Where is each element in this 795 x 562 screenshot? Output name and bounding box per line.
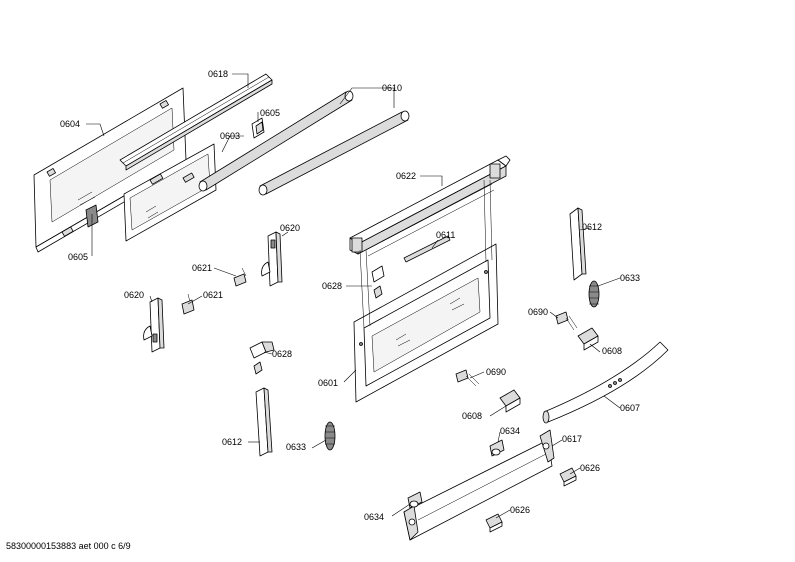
label-0628-left: 0628 xyxy=(272,349,292,359)
clip-0605-upper xyxy=(251,117,265,139)
label-0633-right: 0633 xyxy=(620,273,640,283)
clip-0626-lower xyxy=(485,513,503,533)
label-0612-left: 0612 xyxy=(222,437,242,447)
inner-door-0601 xyxy=(353,179,499,403)
label-0608-upper: 0608 xyxy=(602,346,622,356)
clip-0626-upper xyxy=(559,467,577,487)
label-0621-lower: 0621 xyxy=(203,290,223,300)
bracket-0628-left xyxy=(249,341,275,375)
label-0617: 0617 xyxy=(562,434,582,444)
label-0607: 0607 xyxy=(620,403,640,413)
label-0604: 0604 xyxy=(60,119,80,129)
label-0605-lower: 0605 xyxy=(68,252,88,262)
block-0608-lower xyxy=(499,389,521,413)
door-seal-bars-0610 xyxy=(198,90,410,196)
door-strip-0611 xyxy=(403,235,451,263)
label-0620-upper: 0620 xyxy=(280,223,300,233)
label-0634-upper: 0634 xyxy=(500,426,520,436)
label-0690-upper: 0690 xyxy=(528,307,548,317)
label-0626-lower: 0626 xyxy=(510,505,530,515)
side-trim-0612-left xyxy=(255,387,273,457)
label-0621-upper: 0621 xyxy=(192,263,212,273)
door-handle-0607 xyxy=(542,341,669,424)
leader-lines xyxy=(86,73,621,519)
hinge-0620-lower xyxy=(143,297,165,353)
label-0612-right: 0612 xyxy=(582,222,602,232)
part-0634-upper xyxy=(489,439,505,457)
label-0633-left: 0633 xyxy=(286,442,306,452)
document-id-footer: 58300000153883 aet 000 c 6/9 xyxy=(6,541,131,551)
label-0628-inner: 0628 xyxy=(322,281,342,291)
outer-door-panel-0604 xyxy=(33,87,187,253)
screw-0621-lower xyxy=(181,293,195,315)
label-0620-lower: 0620 xyxy=(124,290,144,300)
label-0618: 0618 xyxy=(208,69,228,79)
label-0601: 0601 xyxy=(318,378,338,388)
bottom-trim-0617 xyxy=(403,429,555,541)
label-0605-upper: 0605 xyxy=(260,108,280,118)
label-0608-lower: 0608 xyxy=(462,411,482,421)
intermediate-glass-0603 xyxy=(123,143,217,242)
bolt-0690-upper xyxy=(555,311,578,331)
bolt-0690-lower xyxy=(455,369,480,387)
screw-0621-upper xyxy=(233,267,247,287)
label-0622: 0622 xyxy=(396,171,416,181)
label-0603: 0603 xyxy=(220,131,240,141)
bracket-0628-inner xyxy=(371,265,385,299)
side-trim-0612-right xyxy=(569,207,587,281)
spring-0633-right xyxy=(588,280,600,308)
label-0690-lower: 0690 xyxy=(486,367,506,377)
part-labels: 0618 0610 0604 0605 0603 0605 0622 0620 … xyxy=(60,69,640,522)
block-0608-upper xyxy=(577,327,599,351)
door-trim-rail-0618 xyxy=(119,73,273,171)
label-0610: 0610 xyxy=(382,83,402,93)
label-0611: 0611 xyxy=(436,230,455,240)
door-frame-0622 xyxy=(349,155,511,257)
spring-0633-left xyxy=(324,421,336,451)
label-0626-upper: 0626 xyxy=(580,463,600,473)
hinge-0620-upper xyxy=(261,231,283,287)
label-0634-lower: 0634 xyxy=(364,512,384,522)
